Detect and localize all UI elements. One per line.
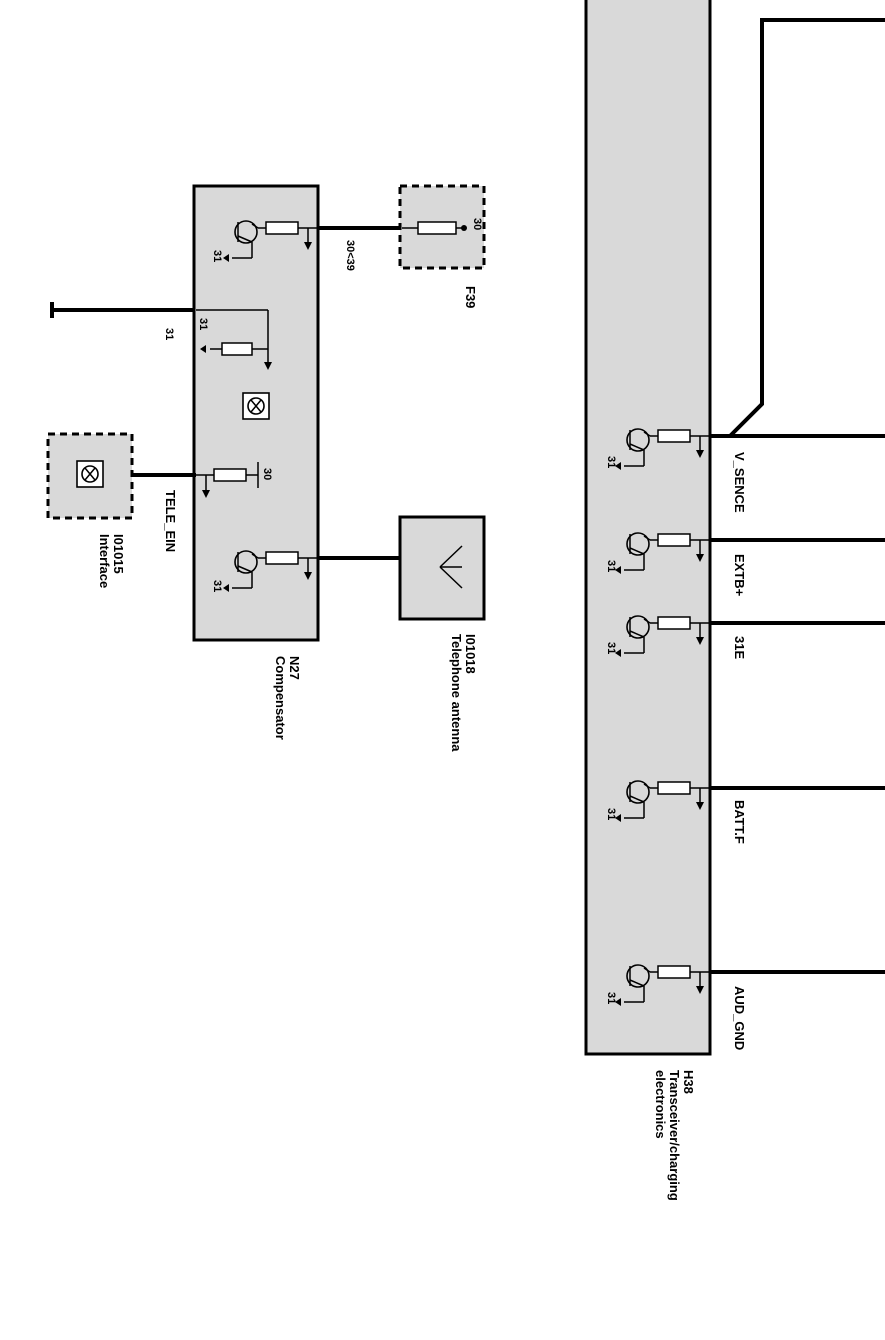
transceiver-name-1: Transceiver/charging [667, 1070, 682, 1201]
e31-label: 31E [732, 636, 747, 659]
ground-wire-31: 31 [50, 302, 196, 340]
compensator-stage-tele-ein [196, 462, 259, 498]
compensator-name: Compensator [273, 656, 288, 740]
transceiver-name-2: electronics [653, 1070, 668, 1139]
fuse-icon [402, 221, 467, 235]
fuse-code: F39 [463, 286, 478, 308]
transceiver-module: 31 31 31 31 31 [584, 0, 712, 1056]
interface-i01015 [46, 432, 134, 520]
fuse-wire-label: 30<39 [344, 240, 356, 271]
compensator-stage-ground [196, 309, 272, 370]
e31-pin: 31 [605, 642, 617, 654]
antenna-code: I01018 [463, 634, 478, 674]
transceiver-code: H38 [681, 1070, 696, 1094]
transceiver-wires [710, 18, 885, 974]
battf-label: BATT.F [732, 800, 747, 844]
fuse-pin: 30 [471, 218, 483, 230]
stage-pin-31: 31 [211, 250, 223, 262]
v-sence-pin: 31 [605, 456, 617, 468]
antenna-name: Telephone antenna [449, 634, 464, 752]
antenna-stage-pin-31: 31 [211, 580, 223, 592]
speaker-icon [242, 392, 270, 420]
v-sence-top-wire [728, 18, 885, 438]
interface-name: Interface [97, 534, 112, 588]
antenna-icon [439, 545, 463, 589]
ground-wire-label: 31 [163, 328, 175, 340]
v-sence-label: V_SENCE [732, 452, 747, 513]
aud-gnd-label: AUD_GND [732, 986, 747, 1050]
middle-pin-31: 31 [197, 318, 209, 330]
tele-ein-label: TELE_EIN [163, 490, 178, 552]
transceiver-box [584, 0, 712, 1056]
battf-pin: 31 [605, 808, 617, 820]
extb-pin: 31 [605, 560, 617, 572]
compensator-code: N27 [287, 656, 302, 680]
antenna-i01018 [398, 515, 486, 621]
interface-speaker-icon [76, 460, 104, 488]
tele-pin-30: 30 [261, 468, 273, 480]
aud-gnd-pin: 31 [605, 992, 617, 1004]
extb-label: EXTB+ [732, 554, 747, 597]
compensator-module: 31 31 30 [192, 184, 320, 642]
fuse-f39: 30 [398, 184, 486, 270]
interface-code: I01015 [111, 534, 126, 574]
